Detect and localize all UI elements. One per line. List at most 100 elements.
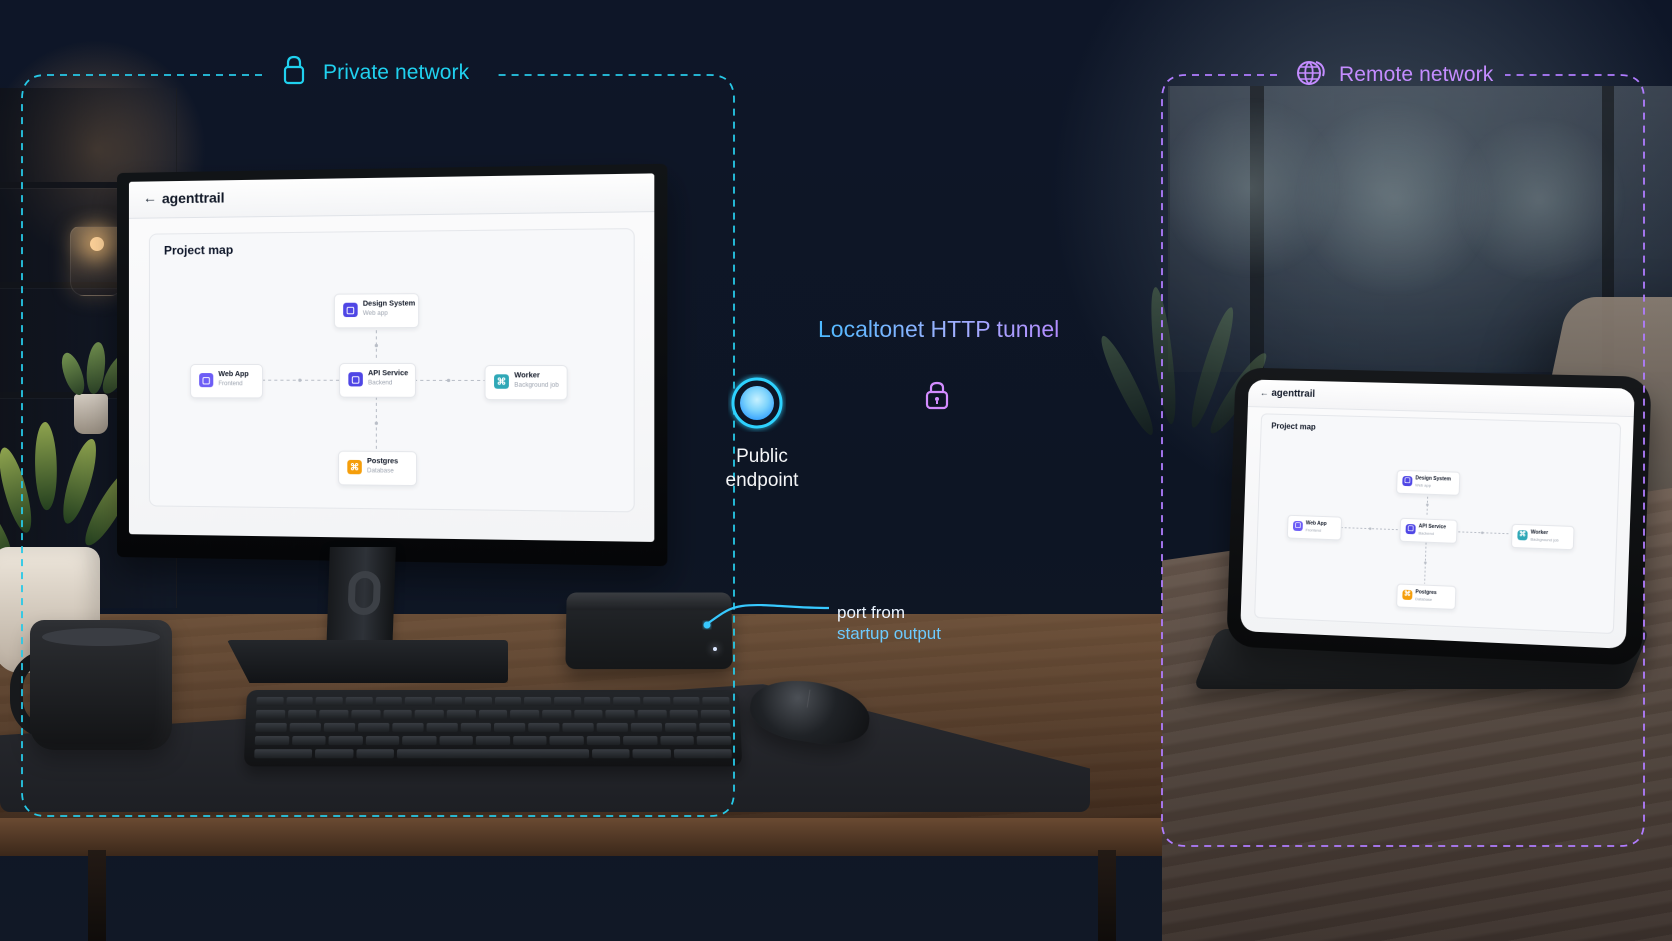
tablet-screen: ← agenttrail Project map ▢ Desig (1240, 380, 1635, 649)
port-label-line-2: startup output (837, 623, 941, 644)
desk-plant-leaf (0, 445, 39, 535)
desktop-node-subtitle: Web app (363, 311, 388, 317)
keyboard-key (346, 697, 373, 706)
public-endpoint-label: Public endpoint (717, 445, 807, 493)
background-foliage (1450, 120, 1630, 280)
keyboard-key (494, 723, 525, 732)
back-arrow-icon[interactable]: ← (1260, 388, 1269, 398)
keyboard-key (703, 697, 730, 706)
tablet-project-map-panel: Project map ▢ Design System Web app (1254, 413, 1621, 634)
keyboard-key (674, 749, 732, 758)
square-icon: ▢ (1402, 476, 1412, 486)
keyboard-key (415, 710, 444, 719)
keyboard-row (256, 710, 730, 719)
keyboard-key (660, 736, 694, 745)
keyboard-key (315, 749, 354, 758)
background-plant-leaf (1093, 333, 1161, 439)
keyboard (244, 690, 743, 766)
keyboard-key (460, 723, 491, 732)
tunnel-lock-icon (920, 379, 954, 413)
tablet-node-title: API Service (1419, 523, 1447, 530)
keyboard-row (256, 697, 729, 706)
keyboard-key (554, 697, 581, 706)
keyboard-key (439, 736, 473, 745)
keyboard-key (613, 697, 640, 706)
monitor-base (227, 640, 508, 683)
desktop-node-subtitle: Frontend (218, 381, 242, 387)
desktop-node-worker[interactable]: ⌘ Worker Background job (484, 365, 567, 400)
desktop-node-web-app[interactable]: ▢ Web App Frontend (190, 364, 263, 398)
tablet-node-subtitle: Frontend (1305, 527, 1321, 533)
square-icon: ▢ (199, 373, 213, 387)
keyboard-key (365, 736, 399, 745)
globe-icon (1294, 56, 1328, 90)
keyboard-key (638, 710, 667, 719)
tablet-node-web-app[interactable]: ▢ Web App Frontend (1287, 515, 1342, 541)
keyboard-key (495, 697, 522, 706)
keyboard-row (254, 749, 732, 758)
keyboard-key (476, 736, 510, 745)
public-endpoint-ring (733, 379, 781, 427)
keyboard-key (375, 697, 402, 706)
keyboard-key (319, 710, 348, 719)
desktop-node-title: Design System (363, 300, 415, 307)
port-callout-label: port from startup output (837, 602, 941, 644)
remote-network-label: Remote network (1339, 64, 1493, 85)
keyboard-key (328, 736, 362, 745)
tablet-node-api-service[interactable]: ▢ API Service Backend (1399, 518, 1457, 544)
square-icon: ▢ (348, 372, 363, 386)
desktop-node-postgres[interactable]: ⌘ Postgres Database (338, 451, 417, 486)
tablet-node-design-system[interactable]: ▢ Design System Web app (1396, 470, 1460, 496)
keyboard-key (402, 736, 436, 745)
square-icon: ▢ (1406, 524, 1416, 534)
keyboard-key (673, 697, 700, 706)
desktop-node-design-system[interactable]: ▢ Design System Web app (334, 293, 419, 328)
desk-edge (0, 818, 1180, 856)
desktop-node-title: Web App (218, 371, 248, 378)
tablet-node-postgres[interactable]: ⌘ Postgres Database (1396, 583, 1456, 609)
tunnel-label: Localtonet HTTP tunnel (818, 318, 1059, 341)
keyboard-key (592, 749, 630, 758)
connection-dot (375, 422, 378, 425)
keyboard-key (633, 749, 672, 758)
keyboard-key (701, 710, 730, 719)
desk-leg (1098, 850, 1116, 941)
server-port-light (713, 647, 717, 651)
square-icon: ▢ (1293, 521, 1303, 531)
lock-icon-shackle (288, 57, 300, 67)
keyboard-key (256, 697, 283, 706)
public-endpoint-dot (740, 386, 774, 420)
coffee-mug (30, 620, 172, 750)
desktop-app-name: agenttrail (162, 189, 225, 206)
keyboard-key (542, 710, 571, 719)
keyboard-key (587, 736, 621, 745)
lock-icon (277, 53, 311, 87)
tablet-node-title: Design System (1415, 475, 1451, 482)
desktop-node-subtitle: Background job (514, 383, 559, 389)
tablet-node-subtitle: Database (1415, 596, 1432, 602)
desk-plant (0, 374, 120, 570)
tablet-app-name: agenttrail (1271, 388, 1315, 400)
monitor-stand (326, 547, 396, 655)
keyboard-key (356, 749, 394, 758)
database-icon: ⌘ (1402, 590, 1412, 600)
tablet-node-subtitle: Background job (1530, 537, 1558, 543)
desktop-node-title: Worker (514, 372, 540, 379)
desktop-node-subtitle: Database (367, 468, 394, 474)
keyboard-key (447, 710, 476, 719)
keyboard-key (606, 710, 635, 719)
private-network-label: Private network (323, 62, 469, 83)
keyboard-key (465, 697, 492, 706)
keyboard-key (524, 697, 551, 706)
desktop-app-header: ← agenttrail (129, 173, 654, 218)
keyboard-key (597, 723, 628, 732)
keyboard-key (255, 723, 286, 732)
tablet-node-worker[interactable]: ⌘ Worker Background job (1511, 524, 1575, 551)
desktop-node-api-service[interactable]: ▢ API Service Backend (339, 363, 416, 398)
database-icon: ⌘ (494, 374, 509, 388)
keyboard-key (358, 723, 389, 732)
keyboard-key (699, 723, 730, 732)
back-arrow-icon[interactable]: ← (143, 190, 157, 204)
desktop-project-map-panel: Project map ▢ Design System Web app (149, 228, 635, 512)
